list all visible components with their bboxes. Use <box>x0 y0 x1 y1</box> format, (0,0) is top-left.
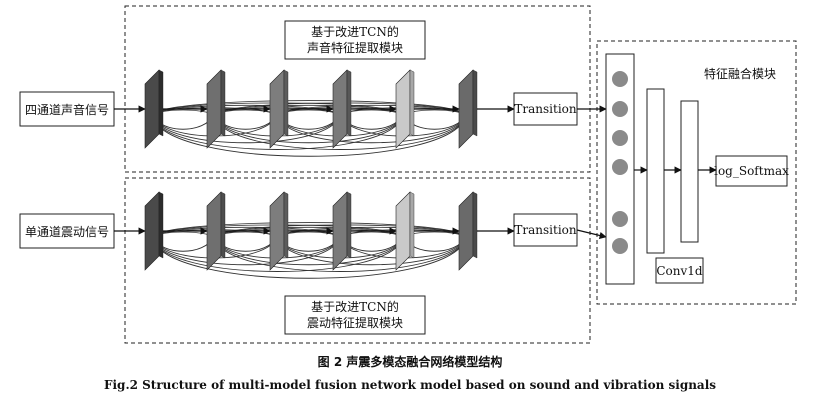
sound-tcn-layer <box>395 69 411 149</box>
sound-tcn-layer-side <box>472 69 478 137</box>
sound-tcn-layer-side <box>283 69 289 137</box>
fusion-node <box>612 238 628 254</box>
sound-tcn-layer <box>269 69 285 149</box>
fusion-module-frame <box>596 40 797 305</box>
sound-tcn-layer-side <box>346 69 352 137</box>
sound-input-label: 四通道声音信号 <box>25 102 109 117</box>
sound-tcn-layer <box>332 69 348 149</box>
sound-input-box <box>19 91 115 127</box>
sound-tcn-layer <box>144 69 160 149</box>
vibration-tcn-layer-side <box>346 191 352 259</box>
transition-top-label: Transition <box>514 102 577 116</box>
vibration-tcn-layers <box>144 191 515 279</box>
sound-skip-arc <box>151 114 404 150</box>
conv1d-label-box <box>655 257 704 284</box>
fusion-node <box>612 159 628 175</box>
sound-tcn-layer <box>458 69 474 149</box>
transition-bottom-arrow <box>576 229 607 239</box>
vibration-skip-arc <box>151 236 467 279</box>
sound-skip-arc <box>151 114 467 157</box>
vibration-module-title-line1: 基于改进TCN的 <box>311 299 399 314</box>
vibration-tcn-layer-side <box>283 191 289 259</box>
sound-tcn-layer-side <box>158 69 164 137</box>
vibration-module-title-box <box>284 295 426 335</box>
vibration-tcn-layer-side <box>472 191 478 259</box>
transition-top-box <box>513 92 578 126</box>
vibration-input-box <box>19 213 115 249</box>
fusion-node <box>612 101 628 117</box>
fusion-node <box>612 71 628 87</box>
vibration-tcn-layer <box>458 191 474 271</box>
log-softmax-label: log_Softmax <box>714 164 789 178</box>
sound-module-title-box <box>284 20 426 60</box>
vibration-tcn-layer <box>269 191 285 271</box>
dense-column <box>680 100 699 243</box>
log-softmax-box <box>715 155 788 187</box>
vibration-module-frame <box>124 177 591 344</box>
sound-tcn-layer-side <box>409 69 415 137</box>
vibration-tcn-layer <box>144 191 160 271</box>
vibration-tcn-layer-side <box>409 191 415 259</box>
caption-cn: 图 2 声震多模态融合网络模型结构 <box>318 354 503 369</box>
vibration-skip-arc <box>151 236 404 272</box>
vibration-tcn-layer <box>395 191 411 271</box>
conv1d-column <box>646 88 665 254</box>
vibration-tcn-layer-side <box>220 191 226 259</box>
vibration-tcn-layer-side <box>158 191 164 259</box>
fusion-module-title: 特征融合模块 <box>704 66 776 81</box>
sound-module-title-line1: 基于改进TCN的 <box>311 24 399 39</box>
sound-tcn-layer <box>206 69 222 149</box>
vibration-input-label: 单通道震动信号 <box>25 225 109 239</box>
vibration-module-title-line2: 震动特征提取模块 <box>307 315 403 330</box>
sound-tcn-layer-side <box>220 69 226 137</box>
conv1d-label: Conv1d <box>656 264 703 278</box>
fusion-node <box>612 211 628 227</box>
fusion-node <box>612 130 628 146</box>
sound-skip-arc <box>213 114 467 150</box>
sound-module-title-line2: 声音特征提取模块 <box>307 40 403 55</box>
caption-en: Fig.2 Structure of multi-model fusion ne… <box>104 378 716 392</box>
sound-module-frame <box>124 5 591 173</box>
vibration-tcn-layer <box>206 191 222 271</box>
sound-tcn-layers <box>144 69 515 157</box>
transition-bottom-label: Transition <box>514 223 577 237</box>
vibration-tcn-layer <box>332 191 348 271</box>
vibration-skip-arc <box>213 236 467 272</box>
